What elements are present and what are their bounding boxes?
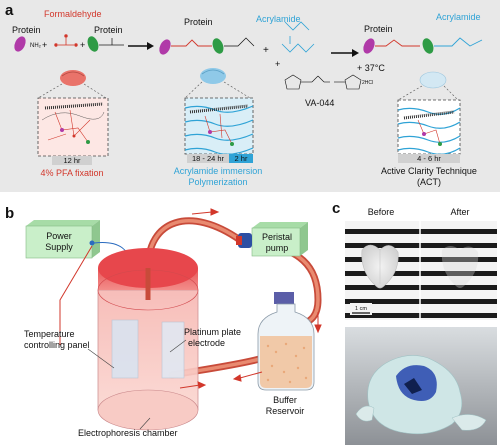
protein-blob-green: [87, 36, 99, 52]
before-label: Before: [368, 207, 395, 217]
formaldehyde-molecule-icon: [54, 34, 78, 47]
buffer-label-1: Buffer: [273, 395, 297, 405]
brain-icon-blue: [200, 68, 226, 84]
chamber-leader-line: [139, 417, 151, 430]
panel-letter-a: a: [5, 2, 14, 19]
panel-b: b Power Supply Peristal: [5, 205, 322, 438]
protein-blob-green-3: [422, 38, 434, 54]
va044-label: VA-044: [305, 98, 334, 108]
acrylamide-molecule-icon: [281, 21, 315, 53]
plus-sign-2: +: [80, 40, 85, 50]
carboxyl-group-icon: [99, 38, 124, 46]
crosslink-chain-icon: [375, 39, 420, 47]
dna-strand-2: [189, 104, 249, 114]
stained-brain-photo: [345, 327, 497, 445]
power-jack-icon: [89, 240, 95, 246]
temperature-label: + 37°C: [357, 63, 385, 73]
methylene-bridge-icon: [171, 39, 212, 47]
panel-letter-c: c: [332, 200, 340, 217]
flow-arrows: [179, 208, 322, 389]
acrylamide-label-1: Acrylamide: [256, 14, 301, 24]
va044-structure-icon: [284, 74, 362, 90]
acrylamide-bond-icon: [434, 37, 483, 47]
power-supply-label-2: Supply: [45, 242, 73, 252]
act-box: [397, 99, 461, 155]
panel-a: a Formaldehyde Protein Protein NH₂ + + P…: [0, 0, 500, 192]
protein-blob-purple-3: [363, 38, 375, 54]
step1-label: 4% PFA fixation: [40, 168, 103, 178]
platinum-electrode-left: [111, 319, 139, 379]
electrophoresis-chamber: [97, 248, 199, 431]
temperature-panel-label-2: controlling panel: [24, 340, 90, 350]
protein-label-2: Protein: [94, 25, 123, 35]
protein-label-1: Protein: [12, 25, 41, 35]
power-supply-box: Power Supply: [25, 220, 100, 259]
step1-time-box: [52, 156, 92, 165]
reaction-arrow-1: [128, 42, 154, 50]
protein-label-4: Protein: [364, 24, 393, 34]
buffer-label-2: Reservoir: [266, 406, 305, 416]
after-label: After: [450, 207, 469, 217]
zoom-lines: [37, 81, 459, 101]
pump-label-2: pump: [266, 243, 289, 253]
step2-time-box: [187, 154, 229, 163]
protein-blob-purple-2: [159, 39, 171, 55]
step2-label-2: Polymerization: [188, 177, 247, 187]
panel-c: c Before After 1 cm: [332, 200, 497, 445]
buffer-bubbles: [266, 342, 308, 384]
reaction-arrow-2: [331, 49, 359, 57]
protein-blob-purple: [14, 36, 26, 52]
step3-time-box: [398, 154, 460, 163]
temperature-panel-label-1: Temperature: [24, 329, 75, 339]
step2-time-box-b: [229, 154, 253, 163]
pfa-fixation-box: [37, 97, 109, 157]
power-cable-red: [59, 245, 93, 345]
protein-label-3: Protein: [184, 17, 213, 27]
step3-time: 4 - 6 hr: [417, 154, 441, 163]
protein-blob-green-2: [212, 38, 224, 54]
formaldehyde-label: Formaldehyde: [44, 9, 102, 19]
brain-fold-blue: [201, 69, 225, 75]
plus-sign-1: +: [42, 40, 47, 50]
brain-fold-red: [61, 71, 85, 77]
plus-sign-3: +: [263, 45, 269, 56]
acrylamide-label-2: Acrylamide: [436, 12, 481, 22]
chamber-label: Electrophoresis chamber: [78, 428, 178, 438]
brain-icon-red: [60, 70, 86, 86]
before-after-photo: 1 cm: [345, 221, 497, 320]
peristaltic-pump-box: Peristal pump: [236, 222, 308, 257]
step3-label-2: (ACT): [417, 177, 441, 187]
linked-chain-icon: [224, 37, 255, 47]
grid-stripes: [345, 229, 497, 318]
panel-letter-b: b: [5, 205, 14, 222]
step2-time: 18 - 24 hr: [192, 154, 225, 163]
hydrogel-lines-1: [184, 105, 254, 155]
buffer-liquid: [260, 336, 312, 388]
scale-bar-background: [350, 303, 372, 315]
step1-time: 12 hr: [63, 156, 81, 165]
electrode-label-1: Platinum plate: [184, 327, 241, 337]
amine-group-label: NH₂: [30, 43, 42, 49]
plus-sign-4: +: [275, 59, 280, 69]
temperature-leader-line: [87, 348, 115, 369]
electrode-leader-line: [169, 339, 187, 353]
step3-label-1: Active Clarity Technique: [381, 166, 477, 176]
bottle-cap: [274, 292, 294, 304]
pump-label-1: Peristal: [262, 232, 292, 242]
brain-icon-clear: [419, 71, 447, 89]
acrylamide-box: [184, 97, 254, 155]
hcl-label: 2HCl: [362, 80, 373, 86]
brain-after: [441, 246, 479, 288]
buffer-reservoir-bottle: [257, 292, 315, 391]
electrode-label-2: electrode: [188, 338, 225, 348]
dna-strand-3: [403, 110, 455, 120]
dna-strand-1: [44, 102, 104, 110]
step2-label-1: Acrylamide immersion: [174, 166, 263, 176]
power-supply-label-1: Power: [46, 231, 72, 241]
step2-time-b: 2 hr: [235, 154, 248, 163]
scale-bar-label: 1 cm: [355, 306, 367, 312]
